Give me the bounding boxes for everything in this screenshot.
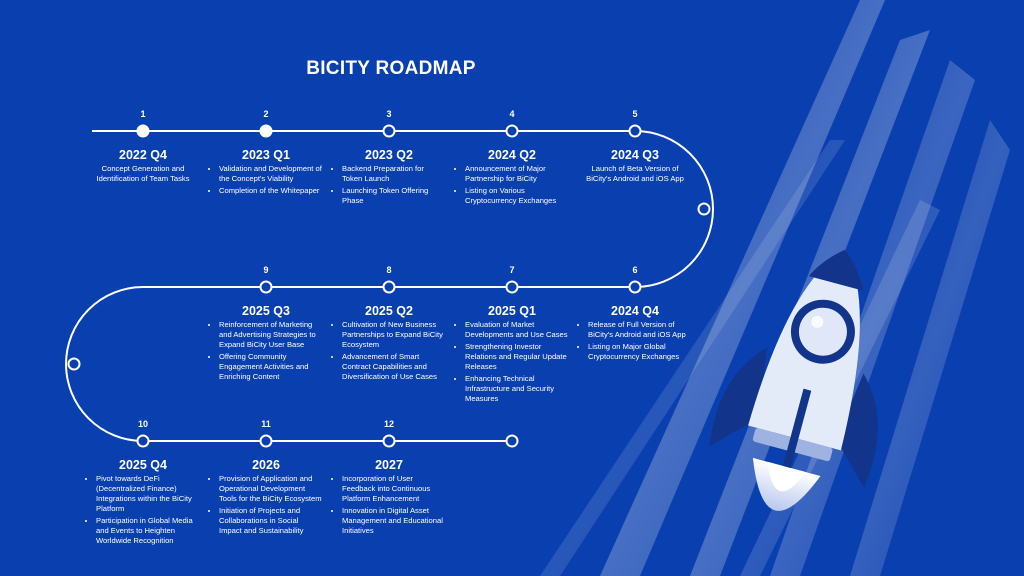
milestone-bullet: Completion of the Whitepaper (219, 186, 323, 196)
milestone-number: 12 (383, 419, 394, 429)
milestone-bullet: Pivot towards DeFi (Decentralized Financ… (96, 474, 200, 514)
timeline-node (382, 434, 396, 448)
milestone-number: 2 (263, 109, 269, 119)
milestone-period: 2022 Q4 (119, 148, 167, 162)
milestone-bullet: Participation in Global Media and Events… (96, 516, 200, 546)
timeline-node (136, 124, 150, 138)
milestone-bullet: Listing on Various Cryptocurrency Exchan… (465, 186, 569, 206)
milestone-bullets: Backend Preparation for Token LaunchLaun… (332, 164, 446, 206)
milestone-description: Launch of Beta Version of BiCity's Andro… (578, 164, 692, 184)
milestone-description: Provision of Application and Operational… (209, 474, 323, 538)
milestone-description: Announcement of Major Partnership for Bi… (455, 164, 569, 208)
page-title: BICITY ROADMAP (306, 58, 476, 79)
milestone-number: 5 (632, 109, 638, 119)
milestone-period: 2025 Q1 (488, 304, 536, 318)
milestone-period: 2023 Q2 (365, 148, 413, 162)
timeline-node (382, 124, 396, 138)
milestone-bullet: Listing on Major Global Cryptocurrency E… (588, 342, 692, 362)
milestone-number: 6 (632, 265, 638, 275)
milestone-bullet: Backend Preparation for Token Launch (342, 164, 446, 184)
milestone-description: Reinforcement of Marketing and Advertisi… (209, 320, 323, 384)
milestone-period: 2024 Q4 (611, 304, 659, 318)
milestone-bullet: Enhancing Technical Infrastructure and S… (465, 374, 569, 404)
milestone-bullets: Pivot towards DeFi (Decentralized Financ… (86, 474, 200, 546)
milestone-bullets: Cultivation of New Business Partnerships… (332, 320, 446, 382)
milestone-description: Cultivation of New Business Partnerships… (332, 320, 446, 384)
milestone-bullets: Evaluation of Market Developments and Us… (455, 320, 569, 404)
milestone-number: 7 (509, 265, 515, 275)
milestone-bullet: Initiation of Projects and Collaboration… (219, 506, 323, 536)
milestone-bullets: Validation and Development of the Concep… (209, 164, 323, 196)
timeline-node (505, 434, 519, 448)
milestone-text: Concept Generation and Identification of… (96, 164, 190, 183)
timeline-node (628, 124, 642, 138)
milestone-bullet: Release of Full Version of BiCity's Andr… (588, 320, 692, 340)
milestone-bullet: Incorporation of User Feedback into Cont… (342, 474, 446, 504)
milestone-number: 1 (140, 109, 146, 119)
milestone-period: 2025 Q3 (242, 304, 290, 318)
milestone-number: 11 (261, 419, 271, 429)
milestone-number: 3 (386, 109, 392, 119)
milestone-description: Evaluation of Market Developments and Us… (455, 320, 569, 406)
milestone-period: 2025 Q4 (119, 458, 167, 472)
milestone-bullet: Validation and Development of the Concep… (219, 164, 323, 184)
milestone-period: 2025 Q2 (365, 304, 413, 318)
milestone-bullet: Launching Token Offering Phase (342, 186, 446, 206)
milestone-bullets: Incorporation of User Feedback into Cont… (332, 474, 446, 536)
timeline-node (259, 280, 273, 294)
milestone-period: 2027 (375, 458, 403, 472)
milestone-period: 2023 Q1 (242, 148, 290, 162)
milestone-bullet: Innovation in Digital Asset Management a… (342, 506, 446, 536)
timeline-node (505, 280, 519, 294)
milestone-bullets: Announcement of Major Partnership for Bi… (455, 164, 569, 206)
milestone-bullet: Strengthening Investor Relations and Reg… (465, 342, 569, 372)
milestone-bullets: Reinforcement of Marketing and Advertisi… (209, 320, 323, 382)
milestone-bullet: Advancement of Smart Contract Capabiliti… (342, 352, 446, 382)
timeline-node (259, 124, 273, 138)
milestone-bullet: Evaluation of Market Developments and Us… (465, 320, 569, 340)
milestone-description: Backend Preparation for Token LaunchLaun… (332, 164, 446, 208)
timeline-node (697, 202, 711, 216)
timeline-node (67, 357, 81, 371)
milestone-bullet: Provision of Application and Operational… (219, 474, 323, 504)
rocket-illustration (709, 249, 878, 511)
milestone-description: Validation and Development of the Concep… (209, 164, 323, 198)
milestone-description: Incorporation of User Feedback into Cont… (332, 474, 446, 538)
timeline-nodes (67, 124, 711, 448)
milestone-bullet: Announcement of Major Partnership for Bi… (465, 164, 569, 184)
milestone-bullets: Release of Full Version of BiCity's Andr… (578, 320, 692, 362)
timeline-node (382, 280, 396, 294)
milestone-number: 9 (263, 265, 269, 275)
milestone-number: 10 (137, 419, 148, 429)
milestone-bullet: Cultivation of New Business Partnerships… (342, 320, 446, 350)
milestone-text: Launch of Beta Version of BiCity's Andro… (586, 164, 684, 183)
timeline-node (628, 280, 642, 294)
milestone-description: Release of Full Version of BiCity's Andr… (578, 320, 692, 364)
milestone-number: 8 (386, 265, 392, 275)
timeline-node (136, 434, 150, 448)
milestone-bullet: Reinforcement of Marketing and Advertisi… (219, 320, 323, 350)
timeline-node (259, 434, 273, 448)
milestone-period: 2024 Q3 (611, 148, 659, 162)
milestone-description: Pivot towards DeFi (Decentralized Financ… (86, 474, 200, 548)
milestone-period: 2026 (252, 458, 280, 472)
milestone-number: 4 (509, 109, 515, 119)
milestone-period: 2024 Q2 (488, 148, 536, 162)
milestone-description: Concept Generation and Identification of… (86, 164, 200, 184)
milestone-bullets: Provision of Application and Operational… (209, 474, 323, 536)
timeline-node (505, 124, 519, 138)
milestone-bullet: Offering Community Engagement Activities… (219, 352, 323, 382)
